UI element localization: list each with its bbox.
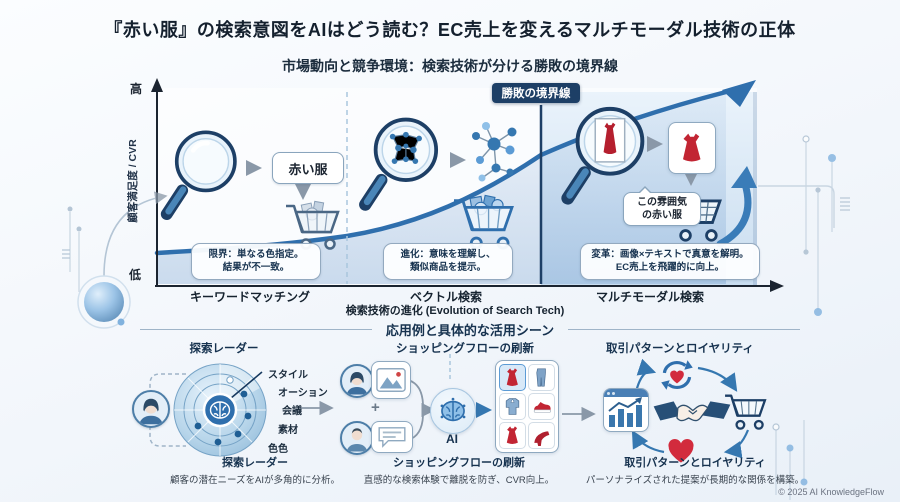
circuit-decoration-left (62, 191, 168, 329)
stage2-note-line1: 進化：意味を理解し、 (400, 249, 496, 260)
product-cell-jacket (499, 393, 526, 420)
magnifier-image-icon (561, 106, 645, 205)
boundary-badge: 勝敗の境界線 (492, 83, 580, 103)
customer-avatar (132, 390, 170, 428)
page-title: 『赤い服』の検索意図をAIはどう読む？EC売上を変えるマルチモーダル技術の正体 (104, 20, 796, 40)
copyright: © 2025 AI KnowledgeFlow (778, 487, 884, 497)
woman-avatar-icon (346, 372, 368, 395)
stage3-label: マルチモーダル検索 (595, 290, 704, 304)
cvr-up-arrow-icon (716, 166, 757, 248)
product-cell-jeans (528, 364, 555, 391)
vector-graph-icon (472, 122, 517, 182)
flow-caption-title: ショッピングフローの刷新 (393, 457, 525, 469)
product-cell-dress2 (499, 422, 526, 449)
query-text: 赤い服 (288, 161, 328, 177)
radar-caption-text: 顧客の潜在ニーズをAIが多角的に分析。 (169, 475, 340, 486)
radar-section-title: 探索レーダー (189, 343, 259, 355)
ai-brain-icon (440, 397, 466, 422)
radar-caption: 探索レーダー 顧客の潜在ニーズをAIが多角的に分析。 (120, 454, 390, 486)
radar-label-material: 素材 (278, 425, 298, 436)
stage2-label: ベクトル検索 (409, 290, 482, 304)
loyalty-cart-icon (725, 394, 767, 430)
y-axis-arrow-icon (151, 78, 163, 92)
plus-sign: + (371, 399, 380, 416)
stage3-note-line2: EC売上を飛躍的に向上。 (615, 262, 725, 274)
y-axis-low-label: 低 (129, 268, 142, 282)
heart-icon (668, 438, 694, 463)
radar-label-scene: 会議 (282, 406, 302, 417)
ai-label: AI (446, 432, 458, 446)
red-dress-icon (683, 133, 701, 162)
flow-caption: ショッピングフローの刷新 直感的な検索体験で離脱を防ぎ、CVR向上。 (328, 454, 590, 486)
brain-icon (209, 401, 231, 419)
stage1-note: 限界：単なる色指定。 結果が不一致。 (191, 243, 321, 280)
radar-label-occasion: オーション (278, 388, 328, 399)
applications-heading: 応用例と具体的な活用シーン (140, 320, 801, 339)
stage3-note: 変革：画像×テキストで真意を解明。 EC売上を飛躍的に向上。 (580, 243, 760, 280)
lens-red-dress (603, 122, 617, 155)
handshake-icon (653, 401, 731, 422)
loyalty-caption: 取引パターンとロイヤリティ パーソナライズされた提案が長期的な関係を構築。 (550, 454, 840, 486)
product-grid (495, 360, 559, 453)
loyalty-caption-title: 取引パターンとロイヤリティ (624, 457, 766, 469)
query-box: 赤い服 (272, 152, 344, 184)
intent-bubble: この雰囲気 の赤い服 (623, 186, 701, 226)
axes (155, 86, 776, 287)
chart-subtitle: 市場動向と競争環境：検索技術が分ける勝敗の境界線 (282, 58, 618, 74)
red-dress-icon (506, 426, 518, 445)
flow-woman-avatar (340, 364, 374, 398)
product-cell-sneaker (528, 393, 555, 420)
product-cell-dress (499, 364, 526, 391)
flow-section-title: ショッピングフローの刷新 (396, 343, 534, 355)
image-icon (376, 368, 406, 392)
flow-caption-text: 直感的な検索体験で離脱を防ぎ、CVR向上。 (363, 475, 555, 486)
applications-heading-text: 応用例と具体的な活用シーン (385, 323, 555, 338)
text-input-card (371, 421, 413, 453)
stage1-label: キーワードマッチング (189, 290, 310, 304)
image-input-card (371, 361, 411, 399)
stage1-note-line1: 限界：単なる色指定。 (208, 249, 304, 260)
chart-flow-arrows (246, 136, 699, 200)
y-axis-high-label: 高 (130, 82, 143, 96)
product-cell-heel (528, 422, 555, 449)
heading-rule-right (568, 328, 801, 331)
flow-man-avatar (340, 421, 374, 455)
curve-arrowhead-icon (722, 80, 756, 107)
heel-shoe-icon (533, 430, 549, 446)
cart-mismatch-icon (286, 200, 340, 250)
red-dress-icon (506, 368, 518, 387)
radar-caption-title: 探索レーダー (222, 457, 288, 469)
user-radar-dashed-bracket (149, 373, 186, 447)
circuit-decoration-right (758, 135, 850, 500)
matched-dress-card (668, 122, 716, 174)
y-axis-label: 顧客満足度 / CVR (127, 139, 139, 223)
intent-bubble-line1: この雰囲気 (637, 197, 687, 208)
radar-label-style: スタイル (268, 370, 308, 381)
stage1-note-line2: 結果が不一致。 (222, 262, 290, 274)
sneaker-icon (533, 401, 551, 413)
chat-bubble-icon (378, 427, 406, 448)
analytics-card (603, 388, 649, 432)
loyalty-caption-text: パーソナライズされた提案が長期的な関係を構築。 (585, 475, 805, 486)
insight-radar-chart (173, 363, 267, 457)
radar-label-color: 色色 (268, 444, 288, 455)
loyalty-section-title: 取引パターンとロイヤリティ (606, 343, 754, 355)
magnifier-icon (160, 130, 237, 220)
stage3-note-line1: 変革：画像×テキストで真意を解明。 (591, 249, 749, 260)
man-avatar-icon (346, 428, 368, 452)
x-axis-label: 検索技術の進化 (Evolution of Search Tech) (345, 305, 565, 317)
intent-bubble-line2: の赤い服 (642, 210, 682, 221)
magnifier-network-icon (359, 117, 439, 211)
jeans-icon (536, 368, 546, 387)
stage2-note-line2: 類似商品を提示。 (409, 262, 486, 274)
repeat-heart-icon (661, 360, 693, 390)
stage2-note: 進化：意味を理解し、 類似商品を提示。 (383, 243, 513, 280)
x-axis-arrow-icon (770, 280, 784, 292)
heading-rule-left (140, 328, 372, 331)
ai-engine (430, 388, 476, 434)
jacket-icon (505, 397, 520, 415)
woman-avatar-icon (139, 398, 163, 425)
bar-chart-icon (608, 397, 642, 427)
